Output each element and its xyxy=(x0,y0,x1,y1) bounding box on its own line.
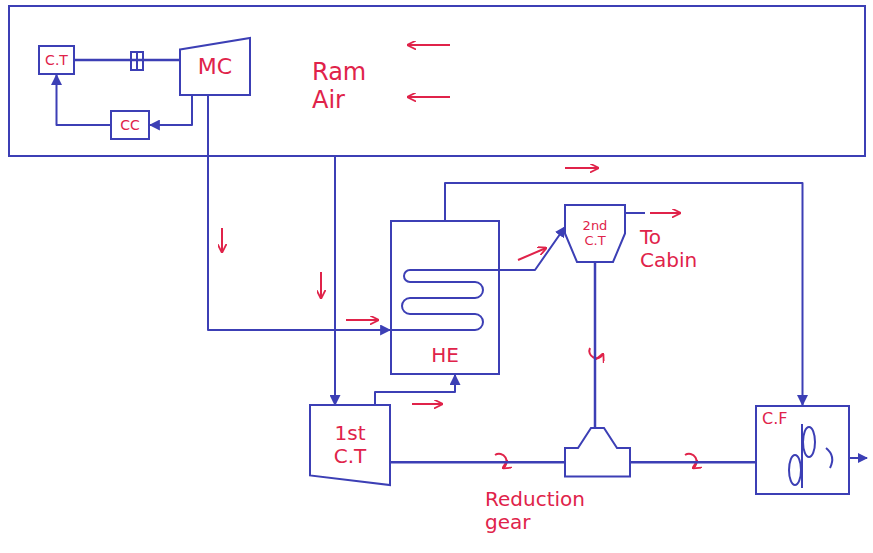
turbine-shape: 2nd C.T xyxy=(565,205,625,262)
node-label: HE xyxy=(431,344,459,367)
flow-arrow xyxy=(346,319,378,321)
fan-blade xyxy=(789,455,801,485)
outlet-label: To Cabin xyxy=(640,226,712,272)
pipe-connector xyxy=(375,375,455,405)
pipe-connector xyxy=(208,95,390,330)
node-label: Reduction gear xyxy=(485,488,605,534)
reduction-gear-symbol-outline xyxy=(565,428,630,485)
pipe-connector xyxy=(500,227,565,270)
node-label: C.F xyxy=(762,410,787,428)
combustion-box: CC xyxy=(110,110,150,140)
cooling-fan-box: C.F xyxy=(755,405,850,495)
turbine-shape-outline xyxy=(565,205,625,262)
reduction-gear-symbol: Reduction gear xyxy=(565,428,630,485)
fan-arc xyxy=(826,448,832,468)
turbine-shape: 1st C.T xyxy=(310,405,390,485)
shaft-connector xyxy=(390,461,565,464)
node-label: Ram Air xyxy=(312,59,382,114)
shaft-connector xyxy=(594,262,597,428)
rotation-mark xyxy=(685,454,697,468)
flow-arrow xyxy=(565,167,598,169)
pipe-connector xyxy=(150,95,192,125)
fan-hub xyxy=(801,424,803,488)
heat-exchanger-coil xyxy=(390,270,500,330)
compressor-shape-outline xyxy=(180,38,250,95)
engine-band: Ram Air C.T MC CC xyxy=(8,5,866,157)
turbine-box: C.T xyxy=(38,45,75,75)
flow-arrow xyxy=(412,403,442,405)
node-label: C.T xyxy=(45,52,68,68)
ram-air-arrow xyxy=(408,44,450,46)
turbine-shape-outline xyxy=(310,405,390,485)
exhaust-arrow xyxy=(850,457,867,459)
shaft-connector xyxy=(630,461,755,464)
pipe-connector xyxy=(334,157,336,405)
cabin-arrow xyxy=(650,212,680,214)
shaft-connector xyxy=(75,59,180,62)
rotation-mark xyxy=(495,454,507,468)
pipe-connector xyxy=(57,75,111,125)
node-label: 2nd C.T xyxy=(575,219,615,249)
flow-arrow xyxy=(221,228,223,252)
cabin-outlet xyxy=(625,212,645,214)
node-label: MC xyxy=(198,54,232,79)
node-label: CC xyxy=(120,117,140,133)
node-label: 1st C.T xyxy=(325,422,375,468)
compressor-shape: MC xyxy=(180,38,250,95)
reduction-gear-symbol-outline xyxy=(565,428,630,476)
flow-arrow xyxy=(320,272,322,298)
heat-exchanger-box: HE xyxy=(390,220,500,375)
ram-air-arrow xyxy=(408,96,450,98)
fan-blade xyxy=(803,427,815,457)
flow-arrow xyxy=(518,248,546,260)
